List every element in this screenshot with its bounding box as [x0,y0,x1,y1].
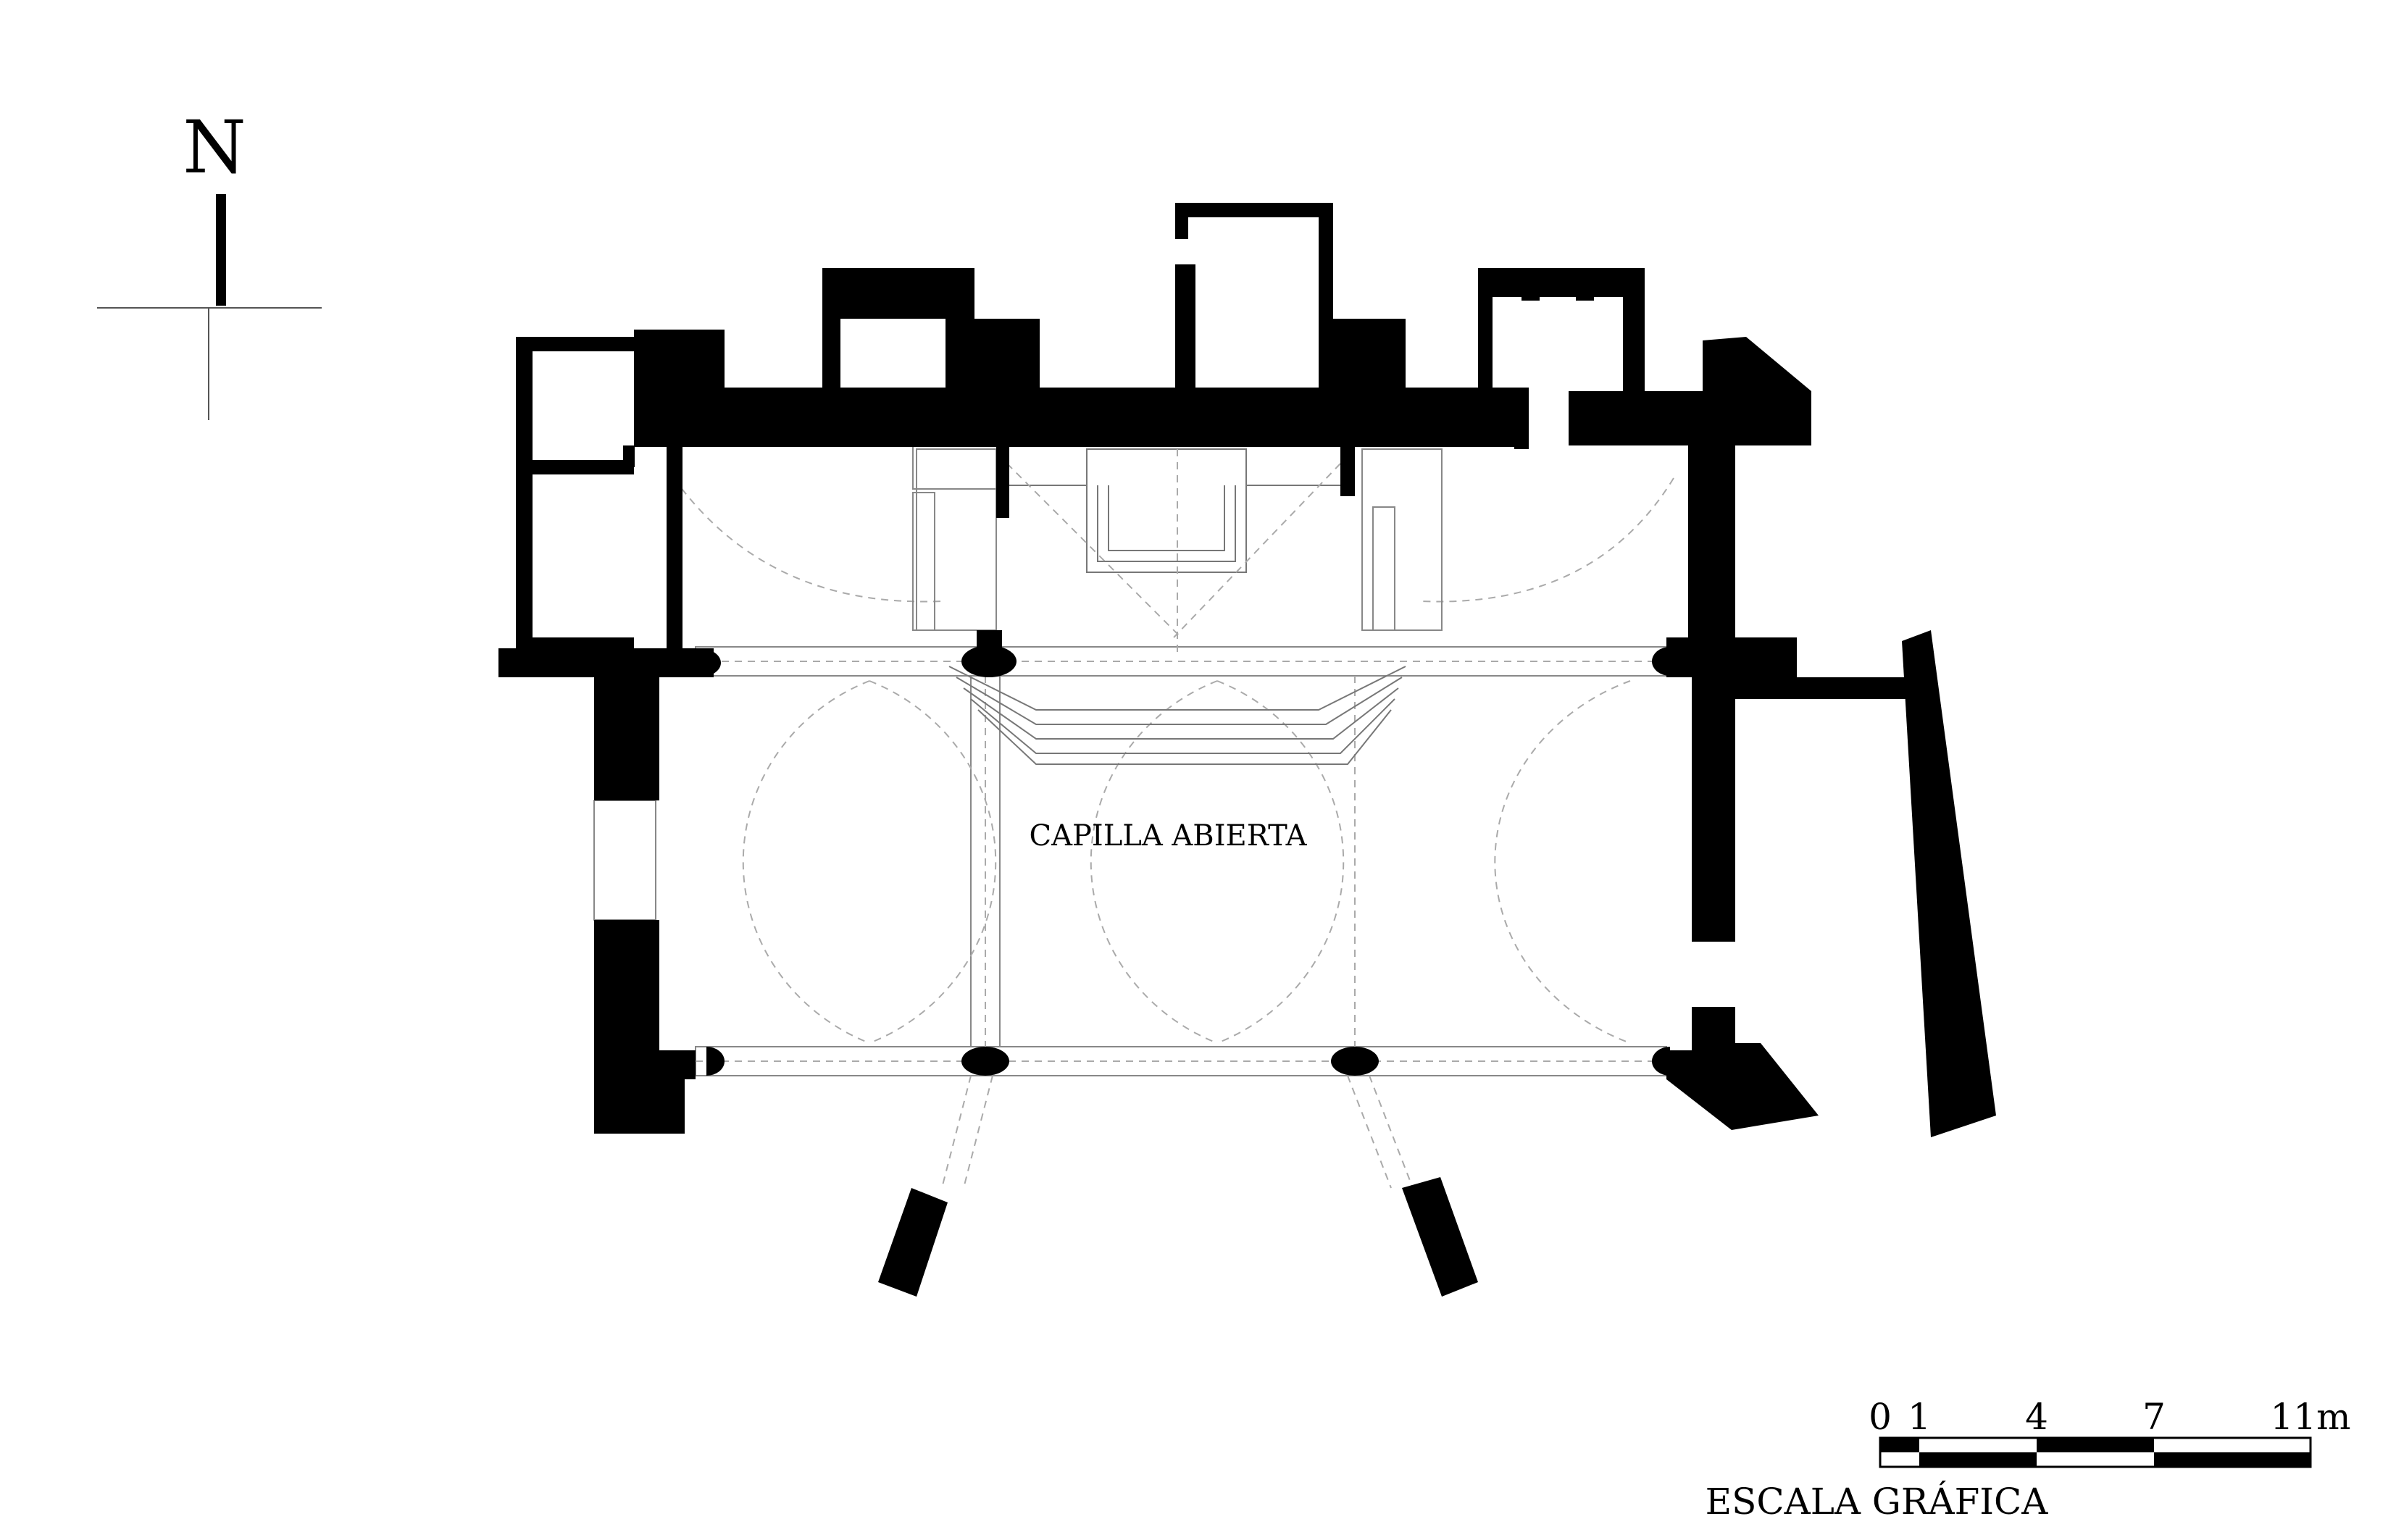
scale-segment-top [1880,1438,1919,1452]
structure-lines [593,445,1674,1189]
scale-segment-bottom [1880,1452,1919,1467]
scale-segments [1879,1436,2312,1468]
scale-frame [1879,1436,2312,1468]
scale-segment-top [2154,1438,2311,1452]
scale-segment-bottom [1919,1452,2037,1467]
scale-title: ESCALA GRÁFICA [1706,1480,2049,1523]
scale-tick-label: 1 [1908,1396,1931,1438]
scale-tick-label: 7 [2142,1396,2166,1438]
scale-segment-bottom [2037,1452,2154,1467]
scale-segment-top [1919,1438,2037,1452]
scale-tick-label: 11m [2270,1396,2350,1438]
scale-tick-label: 4 [2025,1396,2048,1438]
scale-segment-top [2037,1438,2154,1452]
north-label: N [183,105,246,190]
scale-segment-bottom [2154,1452,2311,1467]
walls [498,203,1996,1297]
room-label: CAPILLA ABIERTA [1029,819,1307,853]
north-arrow: N [97,105,322,420]
scale-tick-label: 0 [1869,1396,1892,1438]
